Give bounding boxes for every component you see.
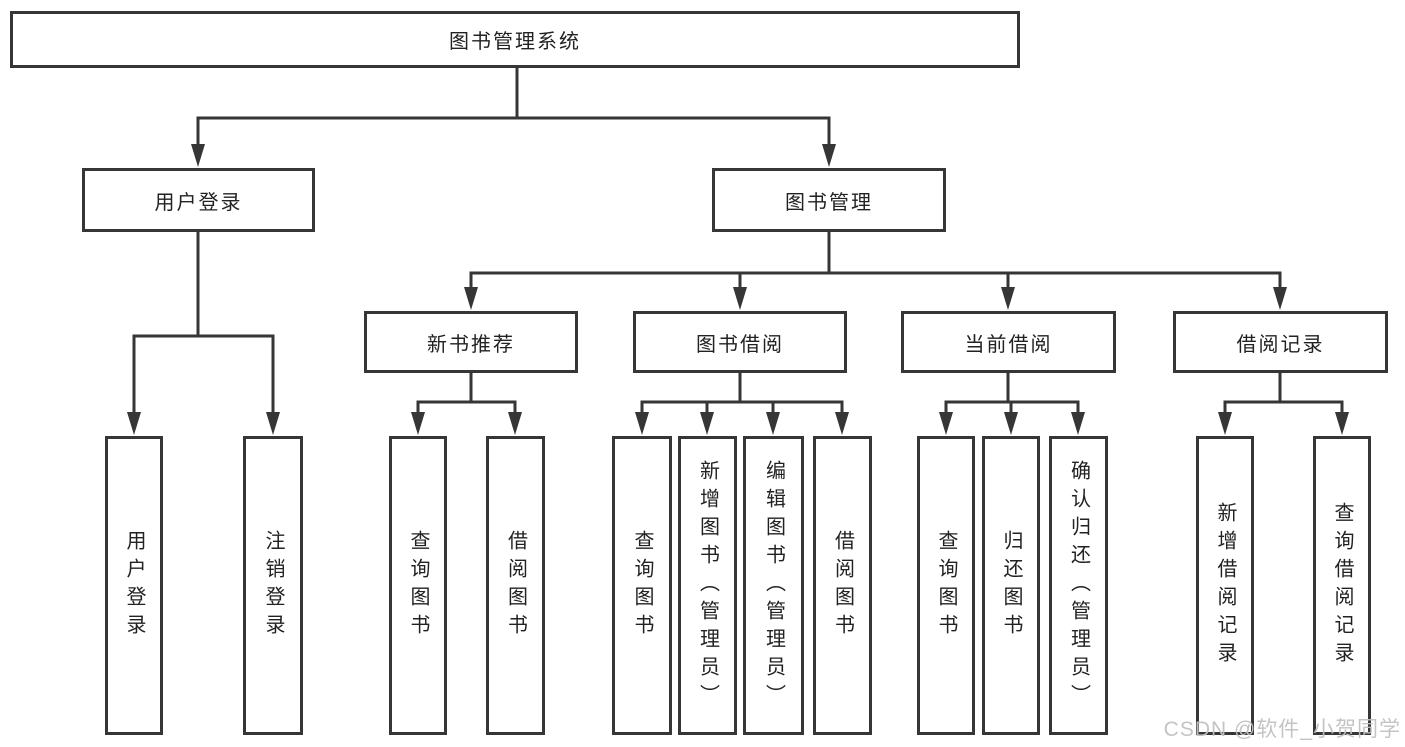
node-label: 图书管理 [785,191,873,214]
leaf-query-books-borrow: 查询图书 [612,436,672,735]
node-label: 借阅图书 [831,529,854,642]
leaf-borrow-books-recommend: 借阅图书 [486,436,545,735]
node-label: 新增图书（管理员） [696,459,719,712]
node-label: 编辑图书（管理员） [762,459,785,712]
leaf-query-borrow-record: 查询借阅记录 [1313,436,1371,735]
leaf-query-books-current: 查询图书 [917,436,975,735]
watermark: CSDN @软件_小贺同学 [1163,718,1401,741]
leaf-user-login: 用户登录 [105,436,163,735]
leaf-return-book: 归还图书 [982,436,1040,735]
node-label: 图书借阅 [696,333,784,356]
node-label: 确认归还（管理员） [1067,459,1090,712]
leaf-logout: 注销登录 [243,436,303,735]
node-label: 查询图书 [935,529,957,642]
leaf-add-book-admin: 新增图书（管理员） [678,436,737,735]
leaf-borrow-books: 借阅图书 [813,436,872,735]
node-label: 查询借阅记录 [1331,501,1353,670]
node-label: 图书管理系统 [449,31,581,53]
connector-lines [132,68,1344,419]
node-label: 注销登录 [262,529,284,642]
node-book-borrow: 图书借阅 [633,311,847,373]
node-label: 新书推荐 [427,333,515,356]
node-new-book-recommend: 新书推荐 [364,311,578,373]
arrowheads [127,144,1349,435]
node-book-management-system: 图书管理系统 [10,11,1020,68]
node-book-management: 图书管理 [712,168,946,232]
leaf-edit-book-admin: 编辑图书（管理员） [743,436,804,735]
node-label: 查询图书 [407,529,429,642]
node-label: 借阅记录 [1236,333,1325,356]
node-label: 当前借阅 [964,333,1053,356]
node-user-login: 用户登录 [82,168,315,232]
leaf-confirm-return-admin: 确认归还（管理员） [1049,436,1108,735]
node-label: 用户登录 [154,191,243,214]
node-label: 用户登录 [123,529,145,642]
node-label: 借阅图书 [504,529,527,642]
node-label: 查询图书 [631,529,653,642]
node-label: 新增借阅记录 [1214,501,1236,670]
node-label: 归还图书 [1000,529,1022,642]
leaf-query-books-recommend: 查询图书 [389,436,447,735]
node-current-borrow: 当前借阅 [901,311,1116,373]
node-borrow-records: 借阅记录 [1173,311,1388,373]
leaf-add-borrow-record: 新增借阅记录 [1196,436,1254,735]
